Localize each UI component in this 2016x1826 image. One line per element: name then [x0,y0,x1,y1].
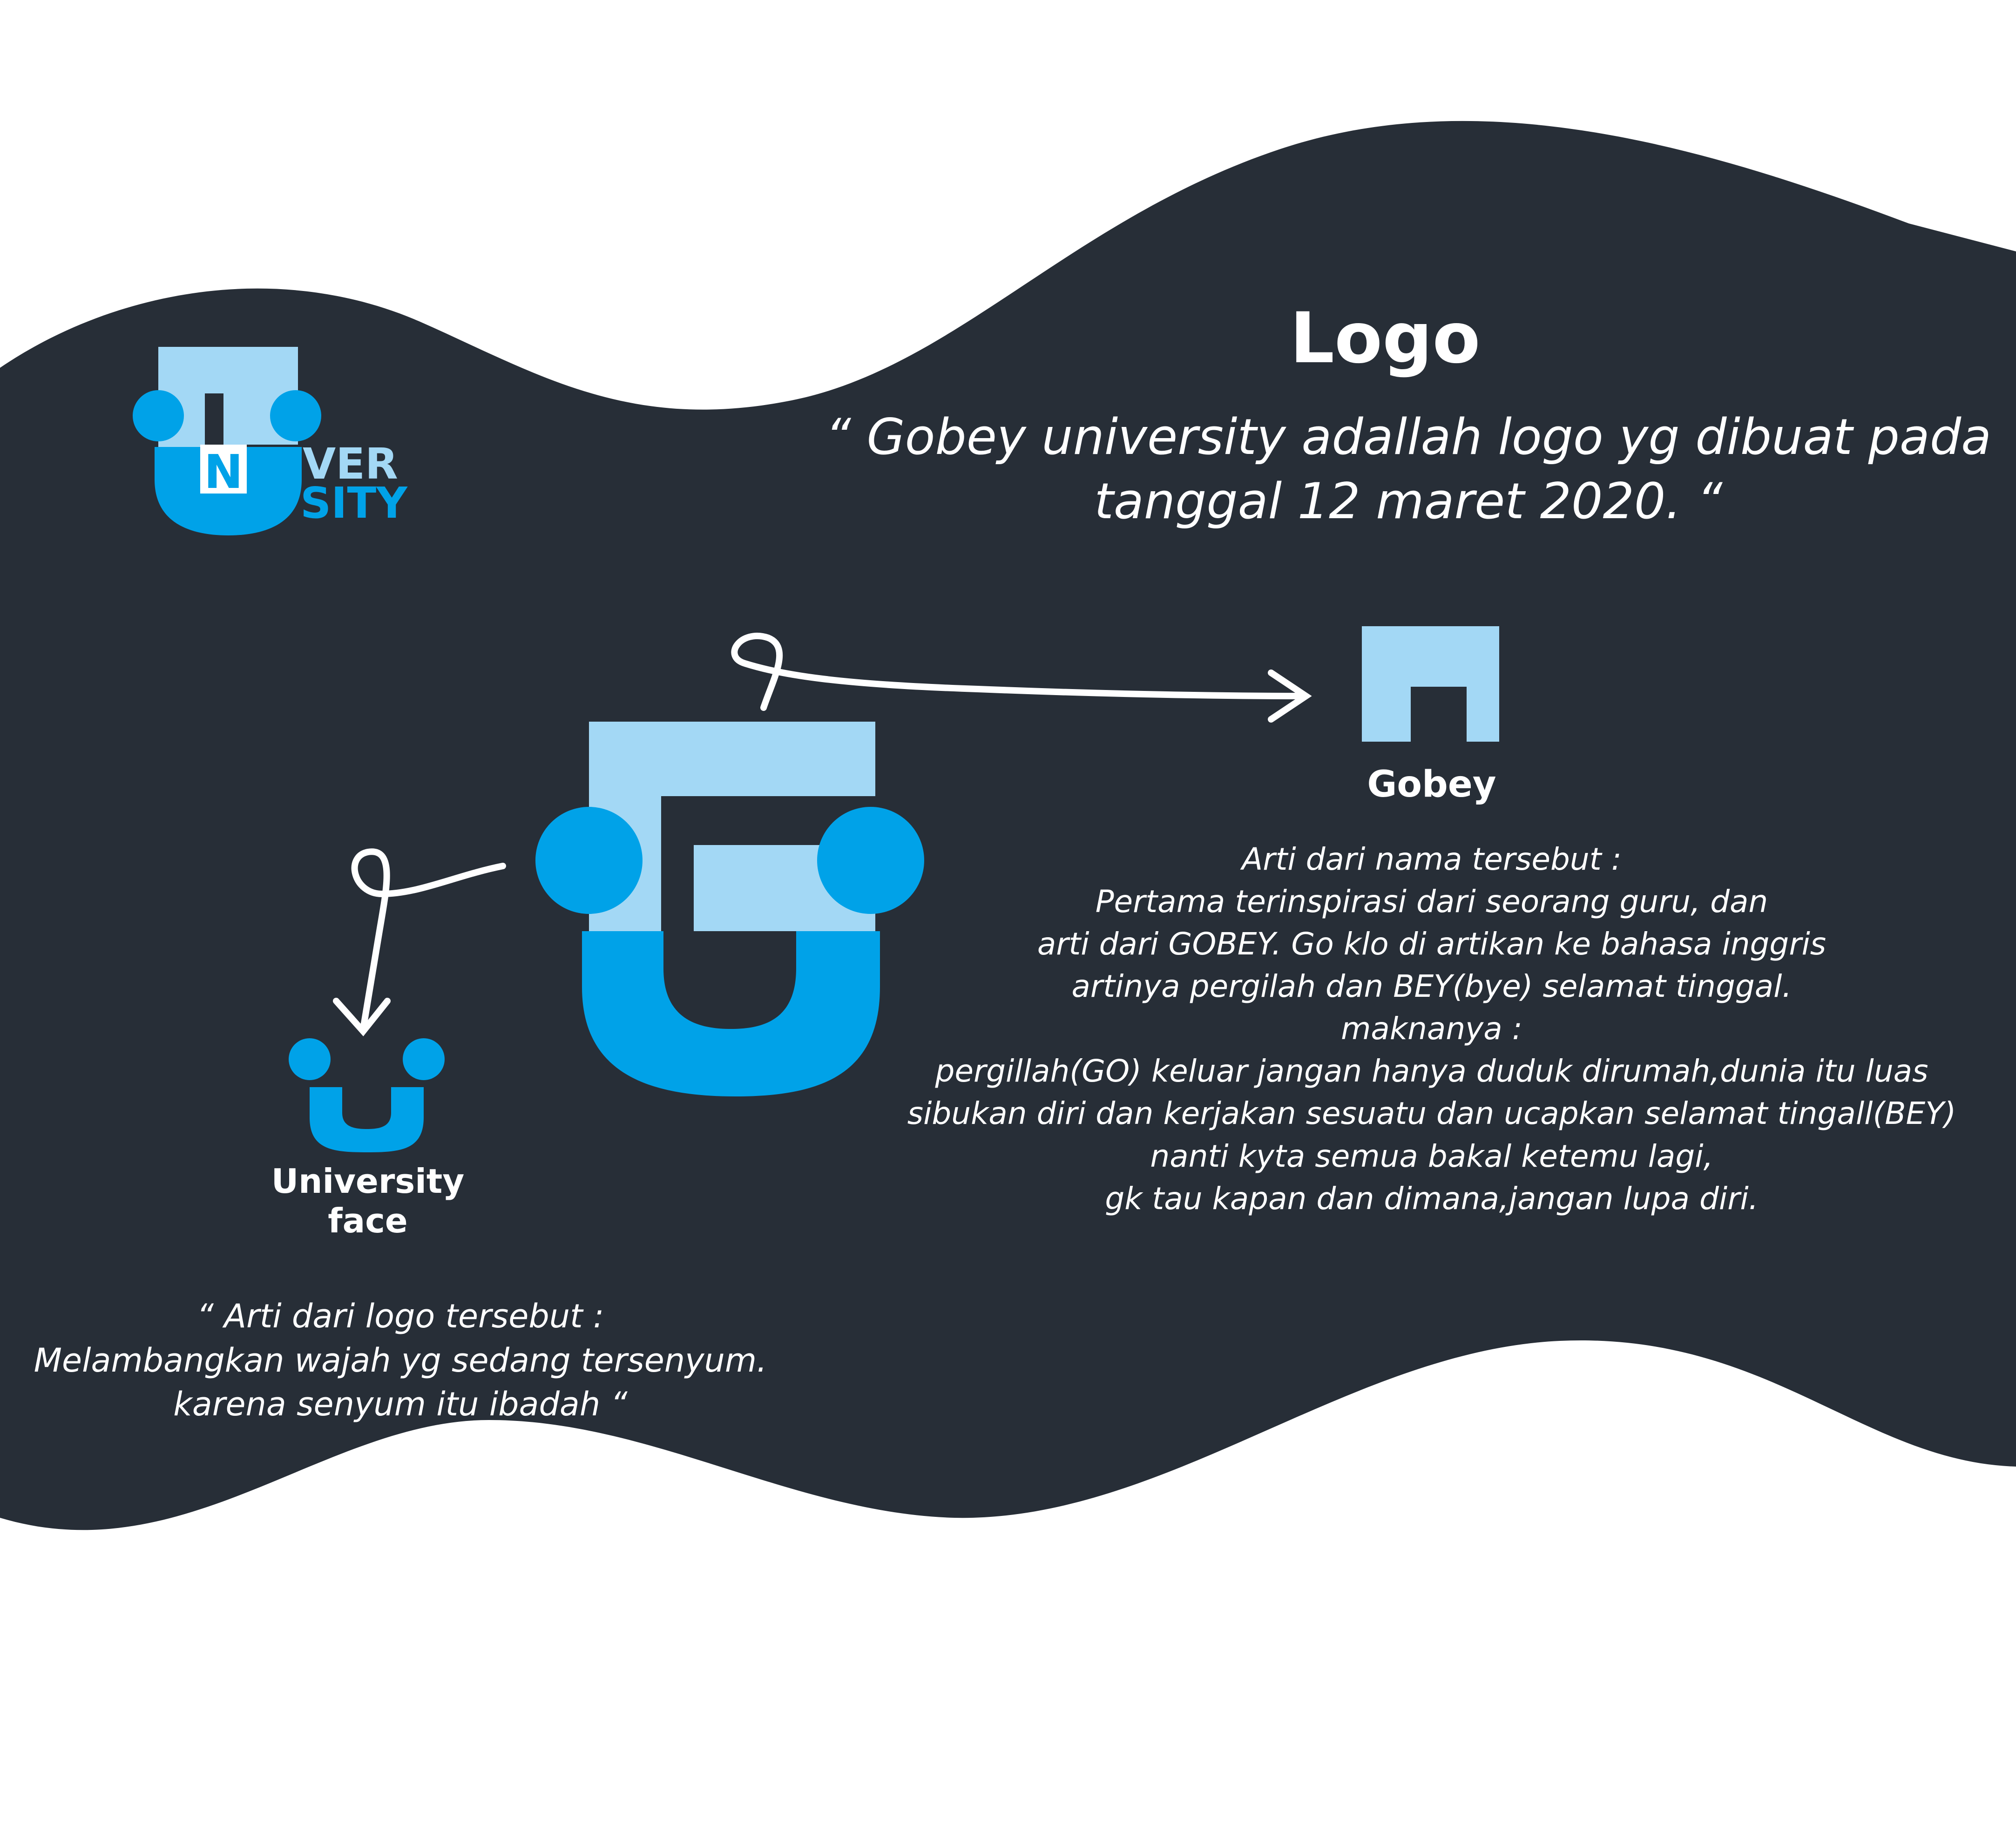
logo-word-ver: VER [303,439,398,489]
logo-right-ear [270,390,321,441]
university-face-label: University face [271,1162,465,1240]
gobey-description: Arti dari nama tersebut : Pertama terins… [907,841,1956,1217]
gobey-university-logo: N VER SITY [133,347,408,535]
gobey-g-mark [1362,626,1499,742]
intro-quote: “ Gobey university adallah logo yg dibua… [825,408,1992,530]
curly-arrow-down [333,848,506,1036]
logo-letter-n: N [204,445,243,499]
page-title: Logo [1290,298,1481,379]
wave-background [0,121,2016,1530]
curly-arrow-right [731,632,1312,723]
logo-word-sity: SITY [300,478,408,528]
university-face-mark [289,1038,445,1152]
large-right-ear [817,807,924,914]
large-central-logo [535,722,924,1096]
gobey-label: Gobey [1367,764,1496,805]
logo-n-box [200,445,247,494]
logo-left-ear [133,390,184,441]
large-left-ear [535,807,643,914]
large-u-shape [582,931,880,1096]
university-face-description: “ Arti dari logo tersebut : Melambangkan… [34,1297,767,1423]
